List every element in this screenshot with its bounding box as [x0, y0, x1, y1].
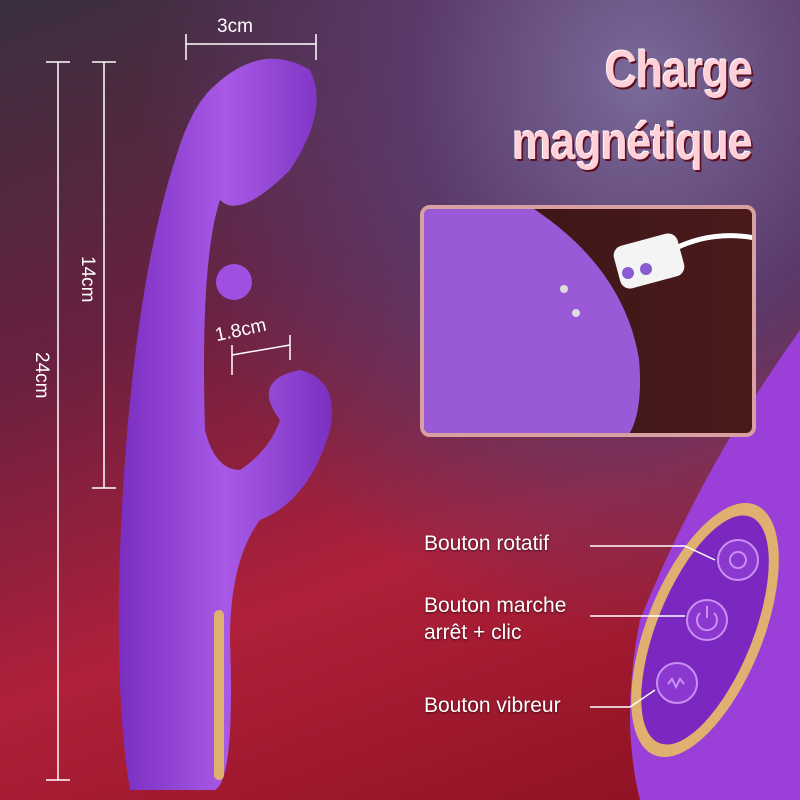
title-line1: Charge: [604, 41, 753, 99]
device-body: [118, 58, 332, 790]
power-button-label-1: Bouton marche: [424, 594, 567, 617]
title-line2: magnétique: [512, 113, 752, 171]
power-button-label-2: arrêt + clic: [424, 621, 522, 644]
width-dimension: 3cm: [217, 16, 253, 37]
charging-inset: [420, 205, 756, 437]
vibrate-button-icon: [656, 662, 698, 704]
charge-contact: [560, 285, 568, 293]
power-button-icon: [686, 599, 728, 641]
charge-contact: [572, 309, 580, 317]
rotary-button-icon: [717, 539, 759, 581]
gold-strip: [214, 610, 224, 780]
rotary-button-label: Bouton rotatif: [424, 532, 549, 555]
vibrate-button-label: Bouton vibreur: [424, 694, 561, 717]
charger-head: [613, 233, 685, 289]
device-ball: [216, 264, 252, 300]
callout-lines: [590, 545, 716, 708]
shaft-dimension: 14cm: [77, 256, 98, 303]
dimension-lines: [46, 34, 317, 781]
charging-illustration: [424, 209, 752, 433]
charger-cable: [672, 233, 752, 252]
total-dimension: 24cm: [31, 352, 52, 399]
